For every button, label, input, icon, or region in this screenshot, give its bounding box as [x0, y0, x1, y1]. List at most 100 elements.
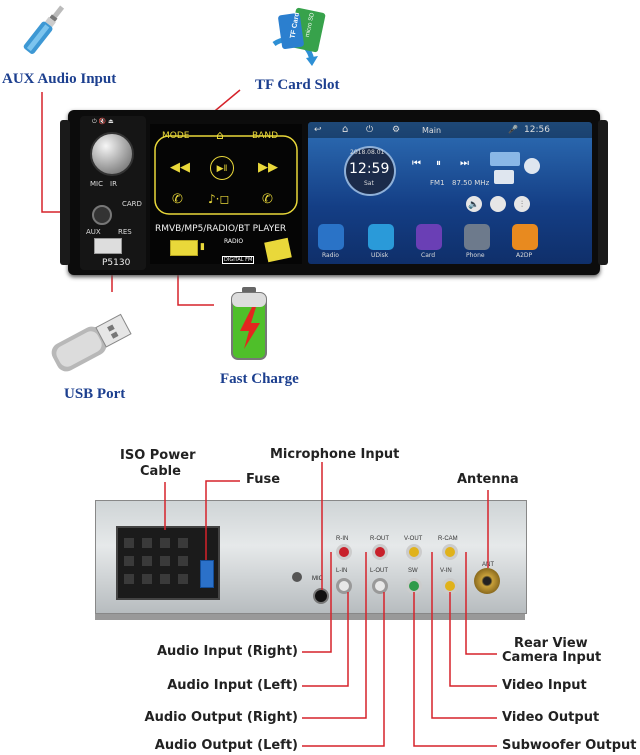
clock-time: 12:59	[349, 161, 390, 177]
play-pause-icon[interactable]: ▶‖	[210, 156, 234, 180]
iso-connector-pins	[124, 538, 188, 584]
usb-port-label: USB Port	[64, 386, 126, 402]
rear-view-camera-input-label-line2: Camera Input	[502, 650, 602, 665]
fast-charge-label: Fast Charge	[220, 371, 299, 387]
fm-band: FM1	[430, 179, 445, 187]
aux-port[interactable]	[92, 205, 112, 225]
app-phone-icon[interactable]	[464, 224, 490, 250]
mount-screw	[292, 572, 302, 582]
model-number: P5130	[102, 258, 131, 268]
card-label: CARD	[122, 200, 142, 208]
aux-label: AUX	[86, 228, 101, 236]
rca-audio-output-right[interactable]	[372, 544, 388, 560]
mic-mark: MIC	[312, 576, 323, 582]
rear-view-camera-input-label-line1: Rear View	[514, 636, 588, 651]
l-out-mark: L-OUT	[370, 568, 388, 574]
mode-button[interactable]: MODE	[162, 131, 190, 141]
sw-mark: SW	[408, 568, 418, 574]
mic-status-icon: 🎤	[508, 125, 518, 134]
control-panel-frame	[154, 135, 298, 215]
audio-output-right-label: Audio Output (Right)	[144, 710, 298, 725]
clock-date: 2018.08.01	[350, 149, 385, 156]
screen-status-bar	[308, 122, 592, 138]
clock-day: Sat	[364, 180, 374, 187]
ir-label: IR	[110, 180, 117, 188]
fuse-block	[200, 560, 214, 588]
fuse-label: Fuse	[246, 472, 281, 487]
battery-icon: ▮	[200, 242, 205, 252]
r-cam-mark: R-CAM	[438, 536, 458, 542]
player-text: RMVB/MP5/RADIO/BT PLAYER	[155, 224, 287, 234]
call-icon[interactable]: ✆	[172, 192, 183, 207]
audio-output-left-label: Audio Output (Left)	[154, 738, 298, 753]
audio-input-right-label: Audio Input (Right)	[156, 644, 298, 659]
touch-screen[interactable]	[308, 122, 592, 264]
subwoofer-output-label: Subwoofer Output	[502, 738, 637, 753]
music-icon[interactable]: ♪·◻	[208, 192, 230, 206]
status-time: 12:56	[524, 125, 550, 135]
volume-icon[interactable]: 🔈	[466, 196, 482, 212]
app-radio-label: Radio	[322, 252, 339, 259]
next-icon[interactable]: ▶▶	[258, 160, 278, 175]
power-mute-icons: ⏻ 🔇 ⏏	[92, 118, 114, 125]
rca-rear-camera-input[interactable]	[442, 544, 458, 560]
tf-card-slot-label: TF Card Slot	[255, 77, 340, 93]
home-icon[interactable]: ⌂	[216, 128, 224, 142]
radiation-status-icon	[494, 170, 514, 184]
usb-stick-icon	[51, 313, 132, 372]
fast-charge-battery-icon	[231, 287, 267, 360]
screen-prev-icon[interactable]: ⏮	[412, 158, 421, 169]
app-card-icon[interactable]	[416, 224, 442, 250]
video-output-label: Video Output	[502, 710, 600, 725]
fm-frequency: 87.50 MHz	[452, 179, 490, 187]
antenna-label: Antenna	[457, 472, 519, 487]
screen-title: Main	[422, 126, 442, 135]
app-udisk-icon[interactable]	[368, 224, 394, 250]
power-screen-icon[interactable]: ⏻	[366, 125, 374, 135]
r-in-mark: R-IN	[336, 536, 349, 542]
l-in-mark: L-IN	[336, 568, 348, 574]
volume-knob[interactable]	[90, 132, 134, 176]
app-radio-icon[interactable]	[318, 224, 344, 250]
back-panel-bottom-edge	[95, 614, 525, 620]
previous-icon[interactable]: ◀◀	[170, 160, 190, 175]
rca-audio-input-right[interactable]	[336, 544, 352, 560]
app-card-label: Card	[421, 252, 436, 259]
screen-next-icon[interactable]: ⏭	[460, 158, 469, 169]
equalizer-icon[interactable]: ⫶	[514, 196, 530, 212]
usb-status-icon	[490, 152, 520, 166]
v-in-mark: V-IN	[440, 568, 452, 574]
record-icon[interactable]	[490, 196, 506, 212]
audio-input-left-label: Audio Input (Left)	[167, 678, 298, 693]
microphone-input-label: Microphone Input	[270, 447, 400, 462]
band-button[interactable]: BAND	[252, 131, 278, 141]
right-bracket	[598, 120, 608, 265]
hangup-icon[interactable]: ✆	[262, 192, 273, 207]
mic-jack[interactable]	[313, 588, 329, 604]
usb-port-slot[interactable]	[94, 238, 122, 254]
mic-label: MIC	[90, 180, 103, 188]
iso-power-cable-label-line2: Cable	[140, 464, 181, 479]
app-a2dp-icon[interactable]	[512, 224, 538, 250]
rca-audio-input-left[interactable]	[336, 578, 352, 594]
antenna-socket[interactable]	[474, 568, 500, 594]
screen-pause-icon[interactable]: ⏸	[436, 158, 441, 169]
charging-usb-slot[interactable]	[170, 240, 198, 256]
settings-icon[interactable]: ⚙	[392, 125, 401, 135]
back-icon[interactable]: ↩	[314, 125, 322, 135]
video-input-label: Video Input	[502, 678, 587, 693]
r-out-mark: R-OUT	[370, 536, 389, 542]
tf-card-icon: TF Card micro SD	[262, 4, 332, 70]
radio-badge: RADIO	[224, 238, 244, 245]
aux-jack-icon	[23, 5, 65, 54]
home-screen-icon[interactable]: ⌂	[342, 124, 349, 135]
app-phone-label: Phone	[466, 252, 485, 259]
rca-video-output[interactable]	[406, 544, 422, 560]
fan-status-icon	[524, 158, 540, 174]
app-udisk-label: UDisk	[371, 252, 389, 259]
v-out-mark: V-OUT	[404, 536, 423, 542]
iso-power-cable-label-line1: ISO Power	[120, 448, 196, 463]
rca-audio-output-left[interactable]	[372, 578, 388, 594]
